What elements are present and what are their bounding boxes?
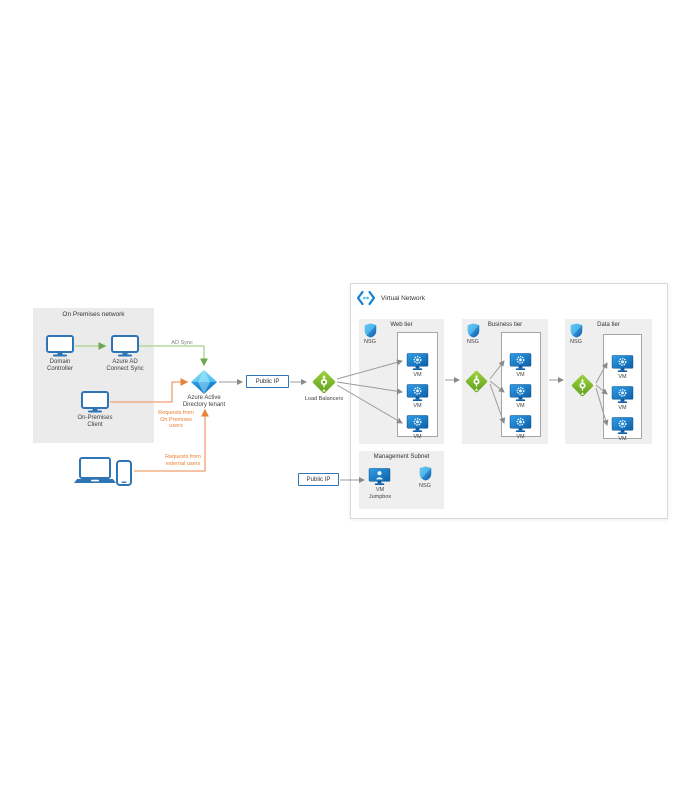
domain-controller-icon — [46, 335, 74, 357]
public-ip-web-box: Public IP — [246, 375, 289, 388]
on-premises-network-box — [33, 308, 154, 443]
data-vm2-icon — [611, 386, 634, 404]
business-vm1-label: VM — [516, 372, 525, 378]
ad-connect-sync-label: Azure AD Connect Sync — [106, 359, 144, 372]
business-vm2-label: VM — [516, 403, 525, 409]
data-vm1-icon — [611, 355, 634, 373]
data-load-balancer-icon — [570, 373, 595, 398]
data-vm2-label: VM — [618, 405, 627, 411]
management-subnet-title: Management Subnet — [373, 454, 430, 460]
load-balancer-icon — [311, 369, 337, 395]
load-balancers-label: Load Balancers — [304, 396, 344, 402]
azure-active-directory-label: Azure Active Directory tenant — [182, 395, 226, 408]
business-vm2-icon — [509, 384, 532, 402]
on-premises-client-icon — [81, 391, 109, 413]
business-load-balancer-icon — [464, 369, 489, 394]
web-vm1-label: VM — [413, 372, 422, 378]
web-vm2-icon — [406, 384, 429, 402]
data-tier-nsg-icon — [570, 323, 583, 338]
web-tier-title: Web tier — [390, 322, 413, 328]
business-vm3-label: VM — [516, 434, 525, 440]
management-nsg-icon — [419, 466, 432, 481]
web-tier-nsg-icon — [364, 323, 377, 338]
web-vm3-icon — [406, 415, 429, 433]
ad-connect-sync-icon — [111, 335, 139, 357]
ad-sync-label: AD Sync — [171, 340, 193, 346]
data-vm1-label: VM — [618, 374, 627, 380]
web-tier-nsg-label: NSG — [364, 339, 376, 345]
on-premises-client-label: On-Premises Client — [77, 415, 113, 428]
data-vm3-label: VM — [618, 436, 627, 442]
jumpbox-vm-icon — [368, 468, 391, 486]
web-vm3-label: VM — [413, 434, 422, 440]
requests-on-premises-label: Requests from On Premises users — [158, 410, 194, 429]
public-ip-mgmt-box: Public IP — [298, 473, 339, 486]
business-tier-title: Business tier — [487, 322, 523, 328]
virtual-network-icon — [356, 290, 376, 306]
business-vm1-icon — [509, 353, 532, 371]
virtual-network-title: Virtual Network — [381, 295, 425, 302]
azure-active-directory-icon — [191, 370, 217, 394]
data-tier-title: Data tier — [597, 322, 620, 328]
domain-controller-label: Domain Controller — [46, 359, 73, 372]
on-premises-title: On Premises network — [62, 311, 125, 318]
web-vm2-label: VM — [413, 403, 422, 409]
business-tier-nsg-label: NSG — [467, 339, 479, 345]
data-tier-nsg-label: NSG — [570, 339, 582, 345]
phone-icon — [116, 460, 132, 486]
data-vm3-icon — [611, 417, 634, 435]
business-tier-nsg-icon — [467, 323, 480, 338]
jumpbox-label: VM Jumpbox — [368, 487, 392, 500]
management-nsg-label: NSG — [419, 483, 431, 489]
web-vm1-icon — [406, 353, 429, 371]
laptop-icon — [74, 457, 116, 485]
requests-external-label: Requests from external users — [165, 454, 201, 467]
business-vm3-icon — [509, 415, 532, 433]
